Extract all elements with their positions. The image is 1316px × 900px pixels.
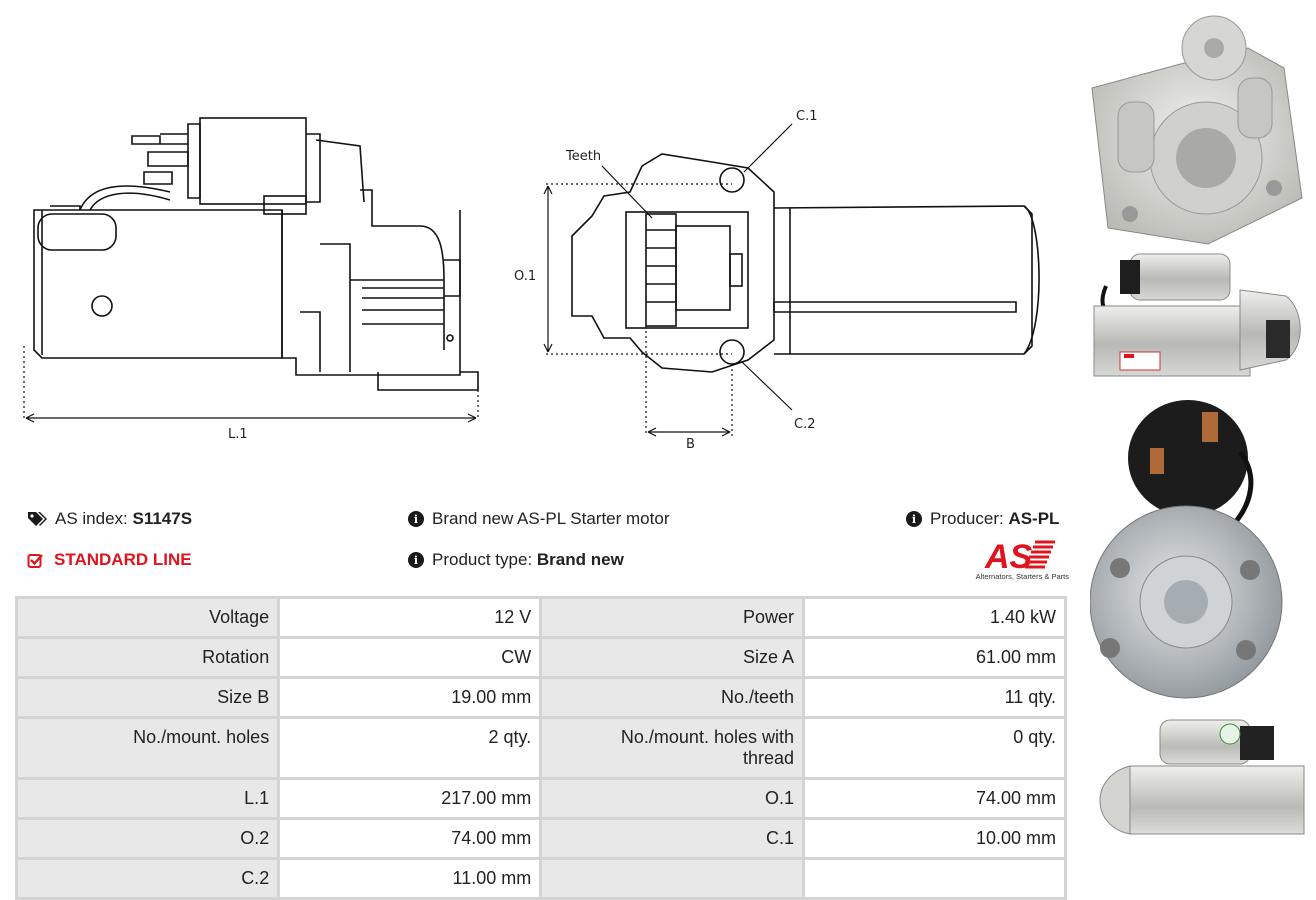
spec-value: 217.00 mm (277, 777, 543, 820)
spec-label: Size B (14, 676, 281, 719)
table-row: O.2 74.00 mm C.1 10.00 mm (14, 817, 1067, 860)
spec-label: Rotation (14, 636, 281, 679)
dimension-c2-label: C.2 (794, 417, 815, 432)
dimension-c1-label: C.1 (796, 109, 817, 124)
info-icon: i (408, 552, 424, 568)
spec-value: 0 qty. (802, 716, 1067, 780)
dimension-l1-label: L.1 (228, 427, 248, 442)
dimension-o1-label: O.1 (514, 269, 536, 284)
as-index-label: AS index: (55, 509, 128, 528)
product-photo-front (1091, 15, 1303, 245)
side-view-drawing: L.1 (23, 117, 479, 442)
table-row: No./mount. holes 2 qty. No./mount. holes… (14, 716, 1067, 780)
spec-label: No./mount. holes with thread (539, 716, 805, 780)
producer: i Producer: AS-PL (906, 509, 1059, 529)
dimension-teeth-label: Teeth (565, 149, 601, 164)
spec-label: O.1 (539, 777, 805, 820)
logo-text: AS (984, 538, 1033, 572)
spec-label: L.1 (14, 777, 281, 820)
info-icon: i (408, 511, 424, 527)
spec-value: 74.00 mm (802, 777, 1067, 820)
product-photo-top (1099, 719, 1305, 835)
as-index: AS index: S1147S (27, 509, 192, 529)
dimension-b-label: B (686, 437, 695, 452)
spec-label: O.2 (14, 817, 281, 860)
producer-value: AS-PL (1008, 509, 1060, 528)
spec-value: 12 V (277, 596, 543, 639)
spec-value: CW (277, 636, 543, 679)
spec-value: 61.00 mm (802, 636, 1067, 679)
spec-label: Power (539, 596, 805, 639)
spec-label-text: No./mount. holes with thread (620, 727, 794, 768)
table-row: Rotation CW Size A 61.00 mm (14, 636, 1067, 679)
table-row: Voltage 12 V Power 1.40 kW (14, 596, 1067, 639)
product-type-label: Product type: (432, 550, 533, 569)
spec-label (539, 857, 805, 900)
description: i Brand new AS-PL Starter motor (408, 509, 669, 529)
spec-value: 10.00 mm (802, 817, 1067, 860)
front-view-drawing: C.1 Teeth O.1 B C.2 (514, 109, 1040, 452)
spec-label: No./teeth (539, 676, 805, 719)
spec-value: 11 qty. (802, 676, 1067, 719)
spec-value (802, 857, 1067, 900)
producer-label: Producer: (930, 509, 1004, 528)
product-type-value: Brand new (536, 550, 624, 569)
table-row: L.1 217.00 mm O.1 74.00 mm (14, 777, 1067, 820)
spec-value: 2 qty. (277, 716, 543, 780)
specs-table: Voltage 12 V Power 1.40 kW Rotation CW S… (14, 596, 1067, 900)
info-icon: i (906, 511, 922, 527)
spec-value: 1.40 kW (802, 596, 1067, 639)
spec-value: 11.00 mm (277, 857, 543, 900)
logo-tagline: Alternators, Starters & Parts (975, 572, 1069, 581)
product-photo-side (1093, 253, 1301, 377)
spec-label: No./mount. holes (14, 716, 281, 780)
product-type: i Product type: Brand new (408, 550, 624, 570)
description-text: Brand new AS-PL Starter motor (432, 509, 670, 528)
spec-label: C.2 (14, 857, 281, 900)
as-pl-logo: AS Alternators, Starters & Parts (965, 538, 1069, 584)
checkbox-checked-icon (27, 552, 44, 569)
standard-line: STANDARD LINE (27, 550, 192, 570)
spec-label: Size A (539, 636, 805, 679)
table-row: C.2 11.00 mm (14, 857, 1067, 900)
spec-label: C.1 (539, 817, 805, 860)
spec-label: Voltage (14, 596, 281, 639)
spec-value: 74.00 mm (277, 817, 543, 860)
standard-line-label: STANDARD LINE (54, 550, 192, 569)
spec-value: 19.00 mm (277, 676, 543, 719)
as-index-value: S1147S (132, 509, 193, 528)
table-row: Size B 19.00 mm No./teeth 11 qty. (14, 676, 1067, 719)
product-photo-rear (1090, 400, 1283, 699)
tags-icon (27, 511, 47, 527)
